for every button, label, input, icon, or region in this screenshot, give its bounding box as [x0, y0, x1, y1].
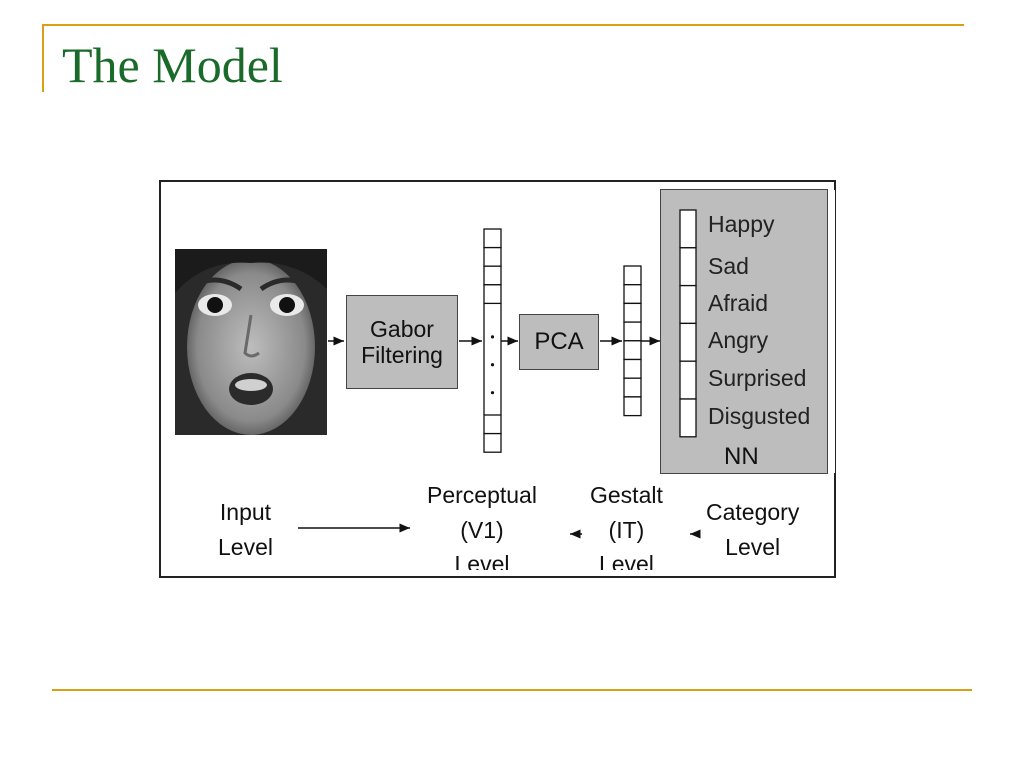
- vector-cell: [679, 209, 697, 249]
- gabor-filtering-box: Gabor Filtering: [346, 295, 458, 389]
- perceptual-level-line2: (V1): [460, 516, 504, 543]
- perceptual-level-line3: Level: [454, 551, 510, 570]
- ellipsis-dot: [490, 335, 495, 339]
- emotion-label-angry: Angry: [708, 327, 769, 353]
- vector-cell: [679, 247, 697, 287]
- gabor-feature-vector: [483, 228, 502, 453]
- vector-cell: [679, 322, 697, 362]
- title-accent-bar: [42, 24, 44, 92]
- input-level-line1: Input: [219, 499, 272, 525]
- perceptual-level-line1: Perceptual: [427, 482, 537, 508]
- gabor-label-line1: Gabor: [370, 315, 434, 342]
- emotion-label-surprised: Surprised: [708, 365, 807, 391]
- vector-cell: [623, 396, 642, 417]
- ellipsis-dot: [490, 363, 495, 367]
- category-level-line1: Category: [706, 499, 800, 525]
- slide-title: The Model: [62, 37, 283, 93]
- face-photo: [175, 249, 327, 435]
- input-level-label: Input Level: [218, 495, 273, 564]
- gestalt-level-label: Gestalt (IT) Level: [590, 478, 663, 570]
- ellipsis-dot: [490, 391, 495, 395]
- gestalt-level-line1: Gestalt: [590, 482, 663, 508]
- bottom-rule: [52, 689, 972, 691]
- perceptual-level-label: Perceptual (V1) Level: [427, 478, 537, 570]
- top-rule: [42, 24, 964, 26]
- input-level-line2: Level: [218, 533, 273, 560]
- gestalt-level-line2: (IT): [608, 516, 645, 543]
- vector-cell: [483, 284, 502, 305]
- emotion-label-happy: Happy: [708, 211, 775, 237]
- vector-cell: [483, 432, 502, 453]
- gabor-label-line2: Filtering: [361, 342, 443, 368]
- emotion-label-afraid: Afraid: [708, 290, 769, 316]
- pca-label: PCA: [534, 328, 584, 355]
- emotion-label-disgusted: Disgusted: [708, 403, 811, 429]
- category-level-label: Category Level: [706, 495, 799, 564]
- nn-label: NN: [724, 443, 759, 470]
- pca-box: PCA: [519, 314, 599, 370]
- category-level-line2: Level: [725, 533, 781, 560]
- vector-cell: [679, 360, 697, 400]
- emotion-label-sad: Sad: [708, 253, 749, 279]
- panel-clip: [828, 190, 835, 473]
- vector-cell: [679, 284, 697, 325]
- vector-cell: [679, 398, 697, 438]
- pca-feature-vector: [623, 265, 642, 417]
- gestalt-level-line3: Level: [598, 551, 654, 570]
